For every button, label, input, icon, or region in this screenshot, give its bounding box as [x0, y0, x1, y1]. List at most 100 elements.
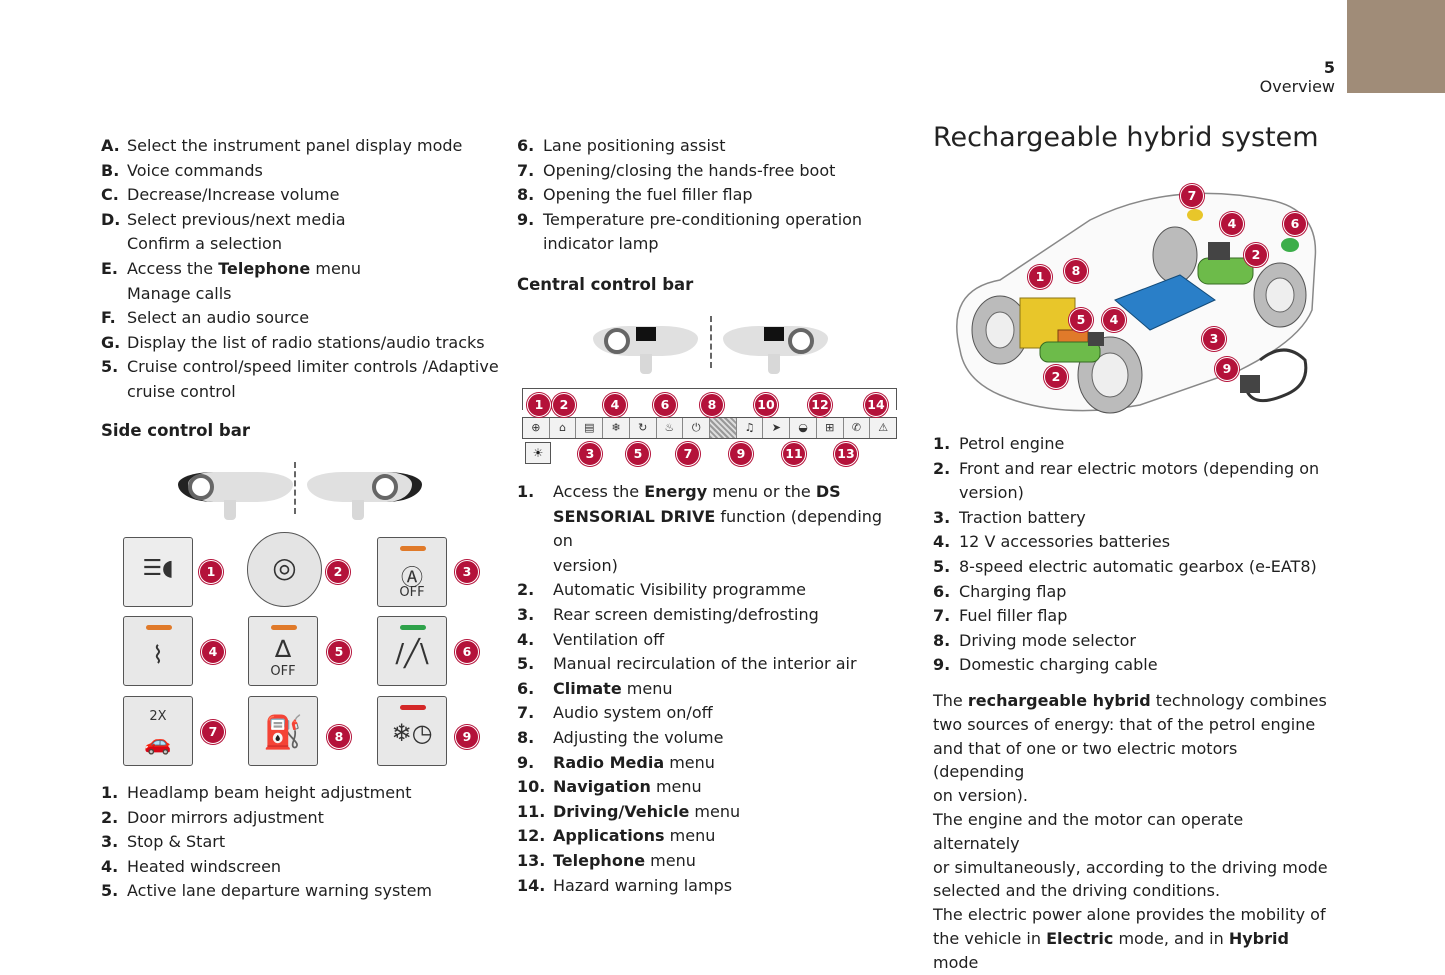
headlamp-adjust-button: ☰◖ [123, 537, 193, 607]
mirror-adjust-button: ◎ [247, 532, 322, 607]
hands-free-boot-icon: 🚗 [144, 731, 172, 756]
callout-14: 14 [864, 393, 888, 417]
lane-positioning-button: /╱\ [377, 616, 447, 686]
divider [710, 316, 712, 368]
list-item: 13.Telephone menu [517, 850, 696, 870]
list-item: 5.Active lane departure warning system [101, 881, 433, 901]
callout-7: 7 [676, 442, 700, 466]
callout-2: 2 [326, 560, 350, 584]
callout-4: 4 [201, 640, 225, 664]
lane-departure-icon: ∆ [274, 635, 292, 663]
chapter-tab [1347, 0, 1445, 93]
list-item: 4.12 V accessories batteries [933, 532, 1171, 552]
page-title: Rechargeable hybrid system [933, 122, 1319, 153]
lane-departure-button: ∆ OFF [248, 616, 318, 686]
list-item: 14.Hazard warning lamps [517, 875, 733, 895]
light-icon: ☀ [525, 442, 551, 464]
central-bar-heading: Central control bar [517, 275, 694, 294]
list-item: 11.Driving/Vehicle menu [517, 801, 741, 821]
list-item: 6.Charging flap [933, 581, 1067, 601]
volume-control [710, 418, 737, 438]
callout-10: 10 [754, 393, 778, 417]
callout-1: 1 [199, 560, 223, 584]
steering-wheel-icon [788, 328, 814, 354]
callout-3: 3 [1202, 327, 1226, 351]
divider [294, 462, 296, 514]
mirror-stem [768, 354, 780, 374]
heated-windscreen-icon: ⌇ [152, 641, 164, 669]
side-bar-heading: Side control bar [101, 421, 250, 440]
telephone-icon: ✆ [844, 418, 871, 438]
list-item: 12.Applications menu [517, 826, 716, 846]
list-item: 3.Stop & Start [101, 832, 226, 852]
applications-icon: ⊞ [817, 418, 844, 438]
climate-icon: ♨ [657, 418, 684, 438]
callout-1: 1 [527, 393, 551, 417]
callout-8: 8 [327, 725, 351, 749]
list-item: 6.Lane positioning assist [517, 136, 726, 155]
list-item: 3.Rear screen demisting/defrosting [517, 604, 819, 624]
callout-6: 6 [653, 393, 677, 417]
lane-positioning-icon: /╱\ [395, 639, 429, 669]
hybrid-components-list: 1.Petrol engine 2.Front and rear electri… [933, 432, 1333, 678]
fuel-flap-icon: ⛽ [263, 713, 303, 751]
list-item: 8.Driving mode selector [933, 630, 1137, 650]
list-item: 7.Audio system on/off [517, 703, 713, 723]
list-item: 8.Opening the fuel filler flap [517, 185, 753, 205]
heated-windscreen-button: ⌇ [123, 616, 193, 686]
list-item: 7.Opening/closing the hands-free boot [517, 160, 836, 180]
list-item: 5.8-speed electric automatic gearbox (e-… [933, 556, 1317, 576]
hazard-icon: ⚠ [878, 421, 889, 434]
list-item: 2.Door mirrors adjustment [101, 807, 324, 827]
list-item: 9.Radio Media menu [517, 752, 715, 772]
list-item: B.Voice commands [101, 160, 263, 180]
side-bar-list-continued: 6.Lane positioning assist 7.Opening/clos… [517, 134, 897, 257]
hybrid-description: The rechargeable hybrid technology combi… [933, 691, 1328, 972]
callout-7: 7 [1180, 184, 1204, 208]
list-item: 2.Front and rear electric motors (depend… [933, 458, 1320, 503]
headlamp-adjust-icon: ☰◖ [142, 556, 174, 581]
audio-power-icon: ⏻ [683, 418, 711, 438]
fuel-flap-button: ⛽ [248, 696, 318, 766]
central-control-bar: ⊕ ⌂ ▤ ❄ ↻ ♨ ⏻ ♫ ➤ ◒ ⊞ ✆ ⚠ [522, 417, 897, 439]
radio-media-icon: ♫ [737, 418, 764, 438]
navigation-icon: ➤ [763, 418, 791, 438]
callout-3: 3 [578, 442, 602, 466]
list-item: C.Decrease/Increase volume [101, 185, 340, 205]
list-item: 6.Climate menu [517, 678, 673, 698]
list-item: A.Select the instrument panel display mo… [101, 136, 463, 155]
list-item: G.Display the list of radio stations/aud… [101, 332, 485, 352]
driving-vehicle-icon: ◒ [790, 418, 817, 438]
section-title: Overview [1259, 77, 1335, 96]
callout-8: 8 [1064, 259, 1088, 283]
hands-free-boot-button: 2X 🚗 [123, 696, 193, 766]
recirculation-icon: ↻ [630, 418, 657, 438]
list-item: 1.Petrol engine [933, 434, 1065, 453]
rear-demist-icon: ▤ [576, 418, 604, 438]
callout-4: 4 [1102, 308, 1126, 332]
callout-2: 2 [1244, 243, 1268, 267]
callout-9: 9 [1215, 357, 1239, 381]
callout-6: 6 [455, 640, 479, 664]
preconditioning-button: ❄◷ [377, 696, 447, 766]
mirror-stem [640, 354, 652, 374]
auto-visibility-icon: ⌂ [550, 418, 577, 438]
callout-5: 5 [327, 640, 351, 664]
list-item: 1.Headlamp beam height adjustment [101, 783, 412, 802]
list-item: 2.Automatic Visibility programme [517, 580, 807, 600]
steering-wheel-icon [372, 474, 398, 500]
callout-9: 9 [729, 442, 753, 466]
callout-2: 2 [1044, 365, 1068, 389]
list-item: 9.Temperature pre-conditioning operation… [517, 209, 863, 254]
list-item: F.Select an audio source [101, 308, 310, 328]
list-item: 10.Navigation menu [517, 777, 702, 797]
list-item: 9.Domestic charging cable [933, 655, 1158, 675]
callout-7: 7 [201, 720, 225, 744]
list-item: 4.Ventilation off [517, 629, 665, 649]
mirror-right [307, 472, 422, 502]
callout-9: 9 [455, 725, 479, 749]
